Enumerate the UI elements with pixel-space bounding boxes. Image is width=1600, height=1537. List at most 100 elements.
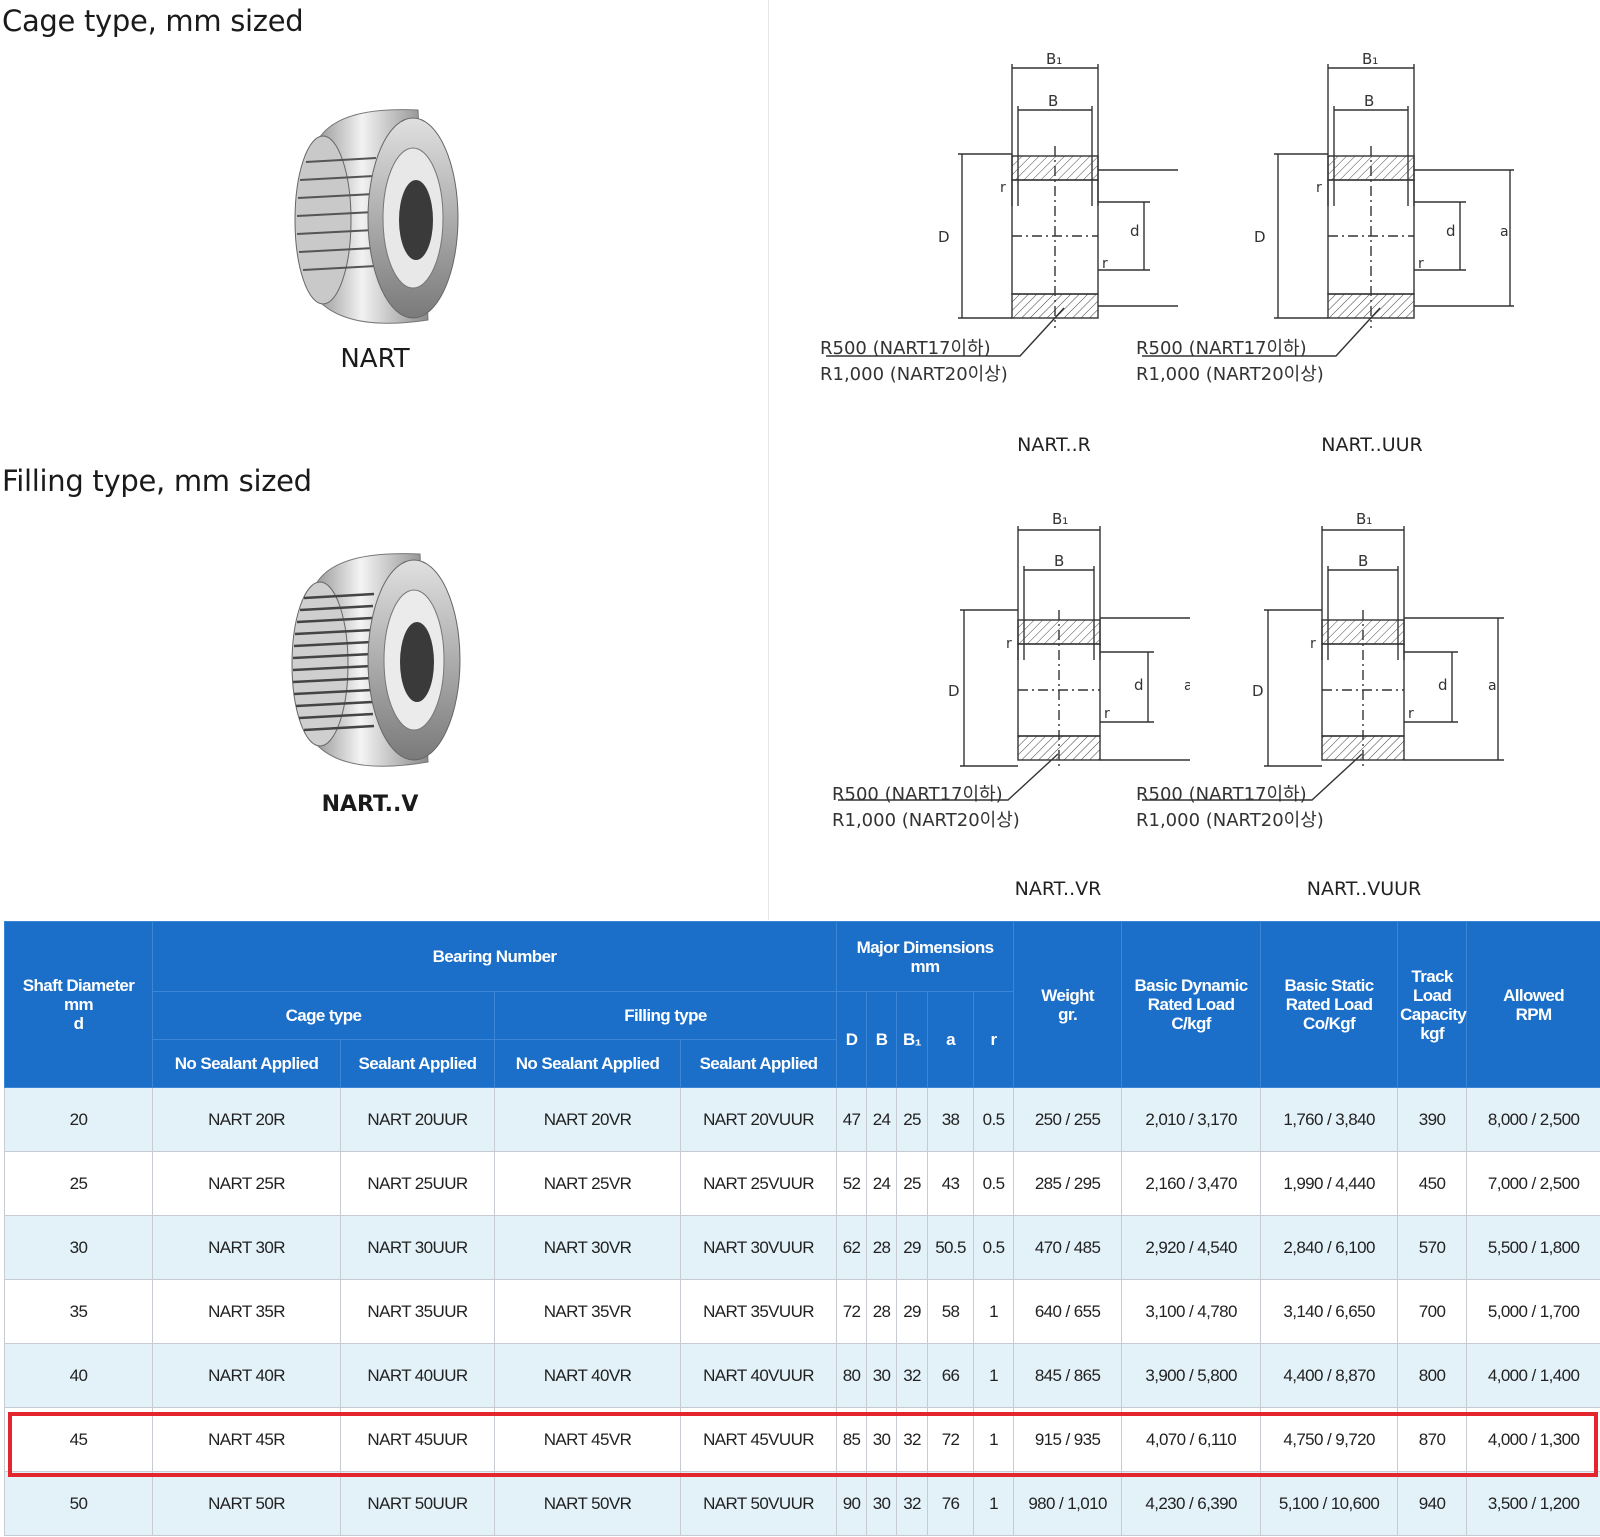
cross-section-drawing: B₁ B D d a r r R500 (NART17이하) R1,000 (N… — [1136, 510, 1504, 831]
radius-note-line2: R1,000 (NART20이상) — [832, 810, 1020, 831]
cross-section-drawing: B₁ B D d a r r R500 (NART17이하) R1,000 (N… — [1136, 50, 1514, 385]
radius-note-line1: R500 (NART17이하) — [820, 338, 991, 359]
dim-label-b1: B₁ — [1046, 50, 1062, 68]
cell-dim-r: 1 — [973, 1407, 1015, 1472]
dim-label-d-inner: d — [1438, 676, 1448, 694]
cell-shaft-diameter: 20 — [4, 1087, 153, 1152]
header-text: RPM — [1515, 1004, 1553, 1024]
cell-dim-B1: 29 — [896, 1215, 929, 1280]
dim-label-a: a — [1488, 678, 1497, 694]
dim-label-r: r — [1104, 706, 1110, 722]
cell-shaft-diameter: 25 — [4, 1151, 153, 1216]
cell-shaft-diameter: 30 — [4, 1215, 153, 1280]
cell-dim-r: 1 — [973, 1471, 1015, 1536]
cell-shaft-diameter: 45 — [4, 1407, 153, 1472]
cell-filling-sealant: NART 25VUUR — [679, 1151, 838, 1216]
header-text: Basic Static — [1284, 976, 1374, 995]
cell-dim-B1: 32 — [896, 1471, 929, 1536]
cell-weight: 640 / 655 — [1013, 1279, 1123, 1344]
drawing-nart-vr: B₁ B D d a r r R500 (NART17이하) R1,000 (N… — [830, 510, 1200, 855]
cell-cage-sealant: NART 25UUR — [340, 1151, 495, 1216]
cell-dim-D: 47 — [836, 1087, 868, 1152]
header-text: Weight — [1041, 985, 1094, 1005]
cell-dim-a: 50.5 — [927, 1215, 975, 1280]
cell-static-load: 1,760 / 3,840 — [1260, 1087, 1399, 1152]
cell-dim-B1: 32 — [896, 1343, 929, 1408]
cell-dynamic-load: 4,070 / 6,110 — [1121, 1407, 1262, 1472]
dim-label-r: r — [1102, 256, 1108, 272]
cell-cage-sealant: NART 35UUR — [340, 1279, 495, 1344]
cell-cage-no-sealant: NART 50R — [152, 1471, 341, 1536]
cell-dim-r: 1 — [973, 1279, 1015, 1344]
header-dim-r: r — [973, 991, 1015, 1088]
cell-dim-B: 24 — [866, 1087, 898, 1152]
header-static-load: Basic Static Rated Load Co/Kgf — [1260, 921, 1399, 1088]
header-text: Co/Kgf — [1303, 1014, 1356, 1033]
cell-dim-D: 72 — [836, 1279, 868, 1344]
cell-cage-sealant: NART 30UUR — [340, 1215, 495, 1280]
cell-dim-r: 1 — [973, 1343, 1015, 1408]
cell-track-load: 390 — [1397, 1087, 1468, 1152]
drawing-nart-r: B₁ B D d a r r R500 (NART17이하) R1,000 (N… — [818, 46, 1198, 401]
header-shaft-diameter: Shaft Diameter mm d — [4, 921, 153, 1088]
cross-section-drawing: B₁ B D d a r r R500 (NART17이하) R1,000 (N… — [832, 510, 1200, 831]
cell-filling-sealant: NART 30VUUR — [679, 1215, 838, 1280]
cell-weight: 250 / 255 — [1013, 1087, 1123, 1152]
cell-track-load: 450 — [1397, 1151, 1468, 1216]
product-label-filling: NART..V — [321, 792, 419, 817]
header-text: Major Dimensions — [856, 937, 994, 957]
header-text: C/kgf — [1171, 1014, 1211, 1033]
cell-dim-r: 0.5 — [973, 1215, 1015, 1280]
radius-note-line2: R1,000 (NART20이상) — [1136, 810, 1324, 831]
cell-allowed-rpm: 4,000 / 1,300 — [1466, 1407, 1600, 1472]
cell-static-load: 5,100 / 10,600 — [1260, 1471, 1399, 1536]
header-text: gr. — [1058, 1004, 1078, 1024]
cell-cage-sealant: NART 50UUR — [340, 1471, 495, 1536]
header-text: mm — [910, 956, 941, 976]
cell-shaft-diameter: 40 — [4, 1343, 153, 1408]
cell-filling-sealant: NART 40VUUR — [679, 1343, 838, 1408]
header-cage-no-sealant: No Sealant Applied — [152, 1039, 341, 1088]
cell-dim-B: 28 — [866, 1279, 898, 1344]
dim-label-d-outer: D — [1254, 228, 1266, 246]
cell-dim-a: 38 — [927, 1087, 975, 1152]
cell-filling-no-sealant: NART 45VR — [494, 1407, 681, 1472]
dim-label-b: B — [1048, 92, 1058, 110]
cell-weight: 845 / 865 — [1013, 1343, 1123, 1408]
drawing-caption-nart-uur: NART..UUR — [1321, 434, 1423, 456]
cell-dim-B1: 25 — [896, 1087, 929, 1152]
bearing-photo-filling — [291, 553, 461, 767]
dim-label-r: r — [1408, 706, 1414, 722]
cell-dim-B1: 29 — [896, 1279, 929, 1344]
drawing-nart-vuur: B₁ B D d a r r R500 (NART17이하) R1,000 (N… — [1134, 510, 1514, 855]
cell-filling-no-sealant: NART 30VR — [494, 1215, 681, 1280]
cell-cage-no-sealant: NART 35R — [152, 1279, 341, 1344]
header-track-load: Track Load Capacity kgf — [1397, 921, 1468, 1088]
header-text: Allowed — [1503, 985, 1565, 1005]
header-text: d — [73, 1014, 84, 1033]
header-dim-B: B — [866, 991, 898, 1088]
cell-dim-B: 30 — [866, 1343, 898, 1408]
cell-filling-no-sealant: NART 25VR — [494, 1151, 681, 1216]
header-text: Shaft Diameter — [22, 976, 135, 995]
cell-dynamic-load: 2,160 / 3,470 — [1121, 1151, 1262, 1216]
drawing-caption-nart-r: NART..R — [1017, 434, 1091, 456]
dim-label-d-inner: d — [1446, 222, 1456, 240]
cell-dim-B: 28 — [866, 1215, 898, 1280]
radius-note-line1: R500 (NART17이하) — [1136, 784, 1307, 805]
header-text: Basic Dynamic — [1134, 976, 1249, 995]
cell-dim-a: 76 — [927, 1471, 975, 1536]
radius-note-line2: R1,000 (NART20이상) — [820, 364, 1008, 385]
cell-dynamic-load: 2,920 / 4,540 — [1121, 1215, 1262, 1280]
cross-section-drawing: B₁ B D d a r r R500 (NART17이하) R1,000 (N… — [820, 50, 1198, 385]
product-label-cage: NART — [340, 344, 410, 374]
dim-label-b: B — [1364, 92, 1374, 110]
drawing-nart-uur: B₁ B D d a r r R500 (NART17이하) R1,000 (N… — [1134, 46, 1514, 401]
radius-note-line2: R1,000 (NART20이상) — [1136, 364, 1324, 385]
radius-note-line1: R500 (NART17이하) — [1136, 338, 1307, 359]
header-text: Load — [1412, 985, 1452, 1005]
header-text: mm — [63, 995, 94, 1014]
header-dim-D: D — [836, 991, 868, 1088]
